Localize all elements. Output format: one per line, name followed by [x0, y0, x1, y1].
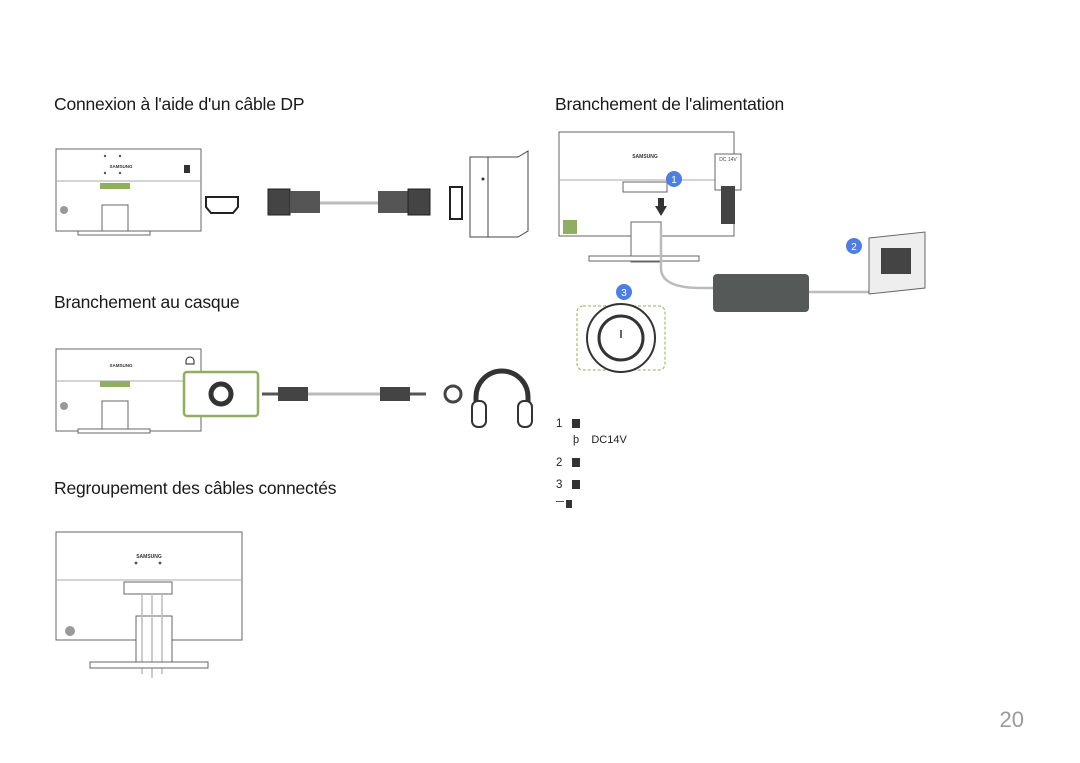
headphone-port-icon: [182, 356, 260, 418]
dp-connection-figure: SAMSUNG: [55, 148, 529, 238]
step-1-dc: DC14V: [591, 434, 627, 446]
dc-label: DC 14V: [719, 157, 737, 163]
glyph-icon: [572, 480, 580, 489]
note-icon: [556, 500, 572, 511]
dp-port-icon: [184, 165, 239, 214]
headphones-icon: [471, 368, 533, 428]
page-number: 20: [999, 707, 1024, 732]
dp-cable-icon: [267, 188, 431, 216]
monitor-back-icon: SAMSUNG: [55, 148, 202, 236]
up-arrow-icon: [655, 198, 667, 216]
step-1-prefix: þ: [573, 434, 580, 446]
step-number: 3: [556, 479, 563, 491]
headphone-connection-figure: SAMSUNG: [55, 348, 533, 434]
step-1-detail: þ DC14V: [573, 434, 627, 446]
section-title-cables: Regroupement des câbles connectés: [54, 478, 337, 498]
section-title-headphone: Branchement au casque: [54, 292, 240, 312]
dc-port-icon: DC 14V: [714, 153, 742, 224]
glyph-icon: [572, 458, 580, 467]
audio-cable-icon: [262, 384, 463, 404]
step-2: 2: [556, 457, 580, 469]
brand-label: SAMSUNG: [109, 363, 133, 368]
glyph-icon: [572, 419, 580, 428]
brand-label: SAMSUNG: [109, 164, 133, 169]
step-3: 3: [556, 479, 580, 491]
step-1: 1: [556, 418, 580, 430]
callout-2: 2: [851, 242, 857, 253]
callout-1: 1: [671, 175, 677, 186]
monitor-back-icon: SAMSUNG: [55, 348, 202, 434]
power-button-icon: [576, 303, 666, 373]
callout-badges: 1 2 3: [616, 171, 862, 300]
monitor-back-icon: SAMSUNG: [55, 531, 243, 678]
monitor-back-icon: SAMSUNG: [558, 131, 735, 263]
wall-outlet-icon: [868, 231, 926, 295]
section-title-dp: Connexion à l'aide d'un câble DP: [54, 94, 305, 114]
callout-3: 3: [621, 288, 627, 299]
brand-label: SAMSUNG: [136, 554, 162, 560]
step-number: 2: [556, 457, 563, 469]
section-title-power: Branchement de l'alimentation: [555, 94, 785, 114]
step-number: 1: [556, 418, 563, 430]
brand-label: SAMSUNG: [632, 154, 658, 160]
cable-bundle-figure: SAMSUNG: [55, 531, 243, 678]
power-connection-figure: SAMSUNG DC 14V 1 2 3: [558, 131, 926, 373]
computer-tower-icon: [449, 150, 529, 238]
